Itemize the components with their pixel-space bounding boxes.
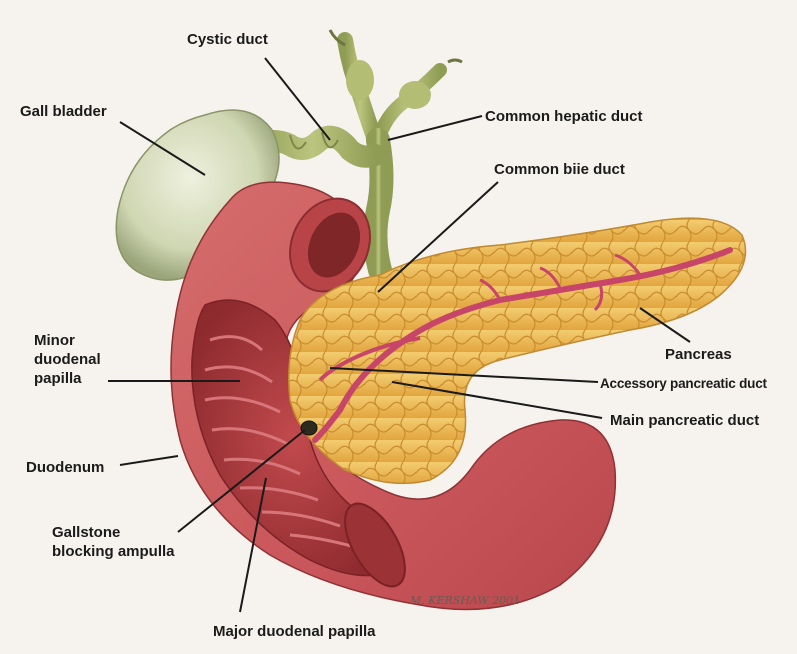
label-pancreas: Pancreas: [665, 345, 732, 364]
label-minor-papilla-line2: duodenal: [34, 350, 101, 369]
label-minor-papilla-line3: papilla: [34, 369, 101, 388]
artist-signature: M. KERSHAW 2001: [410, 594, 520, 607]
label-common-hepatic-duct: Common hepatic duct: [485, 107, 643, 126]
label-gallstone-line1: Gallstone: [52, 523, 175, 542]
label-main-pancreatic-duct: Main pancreatic duct: [610, 411, 759, 430]
label-gallstone-blocking-ampulla: Gallstone blocking ampulla: [52, 523, 175, 561]
label-major-duodenal-papilla: Major duodenal papilla: [213, 622, 376, 641]
label-gallstone-line2: blocking ampulla: [52, 542, 175, 561]
label-accessory-pancreatic-duct: Accessory pancreatic duct: [600, 374, 767, 393]
label-minor-duodenal-papilla: Minor duodenal papilla: [34, 331, 101, 388]
label-gall-bladder: Gall bladder: [20, 102, 107, 121]
label-minor-papilla-line1: Minor: [34, 331, 101, 350]
label-duodenum: Duodenum: [26, 458, 104, 477]
label-cystic-duct: Cystic duct: [187, 30, 268, 49]
gallstone-shape: [301, 421, 317, 435]
label-common-bile-duct: Common biie duct: [494, 160, 625, 179]
